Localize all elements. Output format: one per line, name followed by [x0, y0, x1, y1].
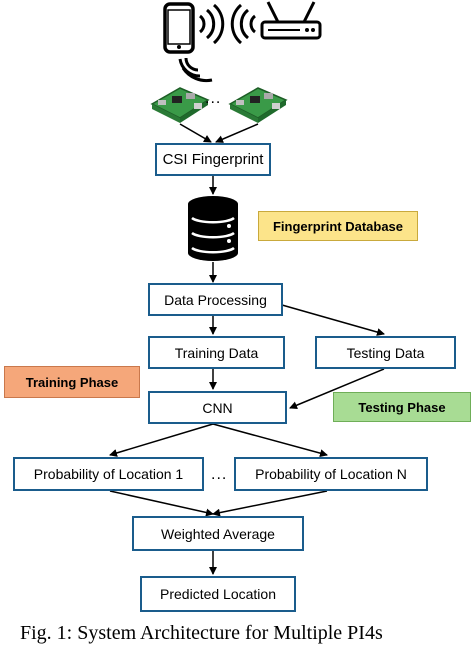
router-icon: [260, 1, 322, 40]
node-probability-location-1: Probability of Location 1: [13, 457, 204, 491]
edge-testing-to-cnn: [289, 368, 385, 410]
database-icon: [188, 196, 238, 261]
edge-arrows: [109, 123, 385, 575]
wifi-signal-icon: [230, 3, 257, 45]
node-csi-fingerprint: CSI Fingerprint: [155, 143, 271, 176]
edge-pi2-to-csi: [215, 123, 259, 143]
node-weighted-average: Weighted Average: [132, 516, 304, 551]
edge-prob1-to-weighted: [109, 490, 214, 517]
edge-pi1-to-csi: [179, 123, 212, 143]
label-training-phase: Training Phase: [4, 366, 140, 398]
smartphone-icon: [163, 2, 195, 54]
node-probability-location-n: Probability of Location N: [234, 457, 428, 491]
ellipsis-boards: ...: [205, 90, 222, 107]
edge-probn-to-weighted: [212, 490, 328, 517]
wifi-signal-icon: [198, 3, 225, 45]
node-cnn: CNN: [148, 391, 287, 424]
raspberry-pi-board-icon: [228, 87, 288, 123]
node-training-data: Training Data: [148, 336, 285, 369]
raspberry-pi-board-icon: [150, 87, 210, 123]
ellipsis-probabilities: ...: [211, 466, 228, 483]
wifi-signal-icon: [178, 57, 213, 83]
figure-caption: Fig. 1: System Architecture for Multiple…: [20, 622, 383, 644]
label-testing-phase: Testing Phase: [333, 392, 471, 422]
label-fingerprint-database: Fingerprint Database: [258, 211, 418, 241]
node-data-processing: Data Processing: [148, 283, 283, 316]
edge-cnn-to-probn: [212, 423, 328, 458]
node-predicted-location: Predicted Location: [140, 576, 296, 612]
node-testing-data: Testing Data: [315, 336, 456, 369]
edge-processing-to-testing: [281, 304, 385, 336]
edge-cnn-to-prob1: [109, 423, 214, 457]
